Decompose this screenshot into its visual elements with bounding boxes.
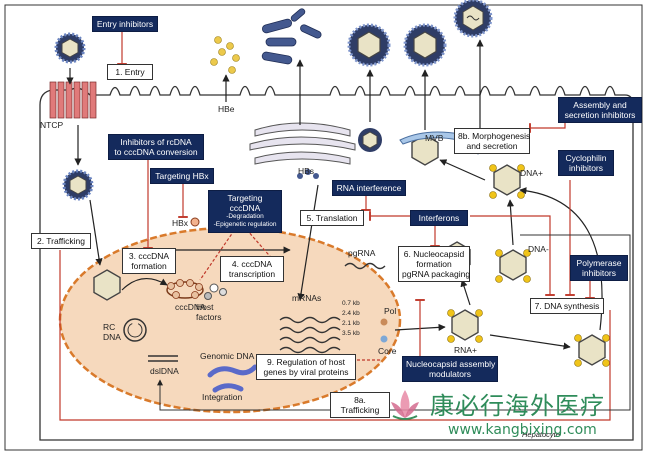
mrnas-label: mRNAs (292, 293, 322, 303)
polymerase-p-markers (447, 164, 610, 367)
hepatocyte-label: Hepatocyte (522, 430, 560, 439)
targeting-cccdna-box: Targeting cccDNA -Degradation -Epigeneti… (208, 190, 282, 233)
lotus-icon (391, 390, 419, 420)
dsldna-label: dslDNA (150, 366, 179, 376)
secreted-capsid-icon (453, 0, 493, 38)
hbx-protein-icon (190, 217, 200, 227)
process-arrows (66, 39, 603, 350)
rna-plus-label: RNA+ (454, 345, 477, 355)
rc-dna-icon (123, 318, 147, 342)
mrna-icon (279, 316, 341, 354)
kb-21-label: 2.1 kb (342, 320, 360, 327)
hbs-particle-icon (297, 169, 319, 179)
dsldna-icon (148, 355, 178, 362)
cyclophilin-inhibitors-box: Cyclophilin inhibitors (558, 150, 614, 176)
step-6-nucleocapsid: 6. Nucleocapsid formation pgRNA packagin… (398, 246, 470, 282)
polymerase-inhibitors-box: Polymerase inhibitors (570, 255, 628, 281)
step-2-trafficking: 2. Trafficking (31, 233, 91, 249)
hbs-label: HBs (298, 166, 315, 176)
step-8a-trafficking: 8a. Trafficking (330, 392, 390, 418)
hbx-label: HBx (172, 218, 189, 228)
step-1-entry: 1. Entry (107, 64, 153, 80)
host-factors-icon (204, 283, 227, 300)
nuclear-pore-virion-icon (93, 269, 121, 301)
dna-plus-label: DNA+ (520, 168, 543, 178)
secreted-virion-icon-2 (403, 23, 447, 67)
targeting-cccdna-title: Targeting cccDNA (227, 193, 263, 213)
hbs-filament-icon (261, 8, 322, 65)
step-5-translation: 5. Translation (300, 210, 364, 226)
figure-border (4, 4, 643, 451)
watermark-chinese-text: 康必行海外医疗 (430, 392, 605, 420)
genomic-dna-icon (207, 364, 258, 393)
rcdna-conversion-inhibitors-box: Inhibitors of rcDNA to cccDNA conversion (108, 134, 204, 160)
pgrna-icon (344, 262, 386, 270)
step-4-cccdna-transcription: 4. cccDNA transcription (220, 256, 284, 282)
interferons-box: Interferons (410, 210, 468, 226)
watermark-logo-icon (387, 386, 423, 422)
kb-24-label: 2.4 kb (342, 310, 360, 317)
genomic-dna-label: Genomic DNA (200, 351, 255, 361)
ntcp-label: NTCP (40, 120, 64, 130)
cccdna-icon (166, 279, 204, 299)
core-label: Core (378, 346, 397, 356)
capsid-dna-plus-icon (493, 164, 521, 196)
dna-minus-label: DNA- (528, 244, 549, 254)
mvb-label: MVB (425, 133, 444, 143)
mvb-icon (358, 128, 483, 155)
entry-virion-icon (54, 32, 86, 64)
kb-07-label: 0.7 kb (342, 300, 360, 307)
step-8b-morphogenesis: 8b. Morphogenesis and secretion (454, 128, 530, 154)
ntcp-receptor (49, 81, 97, 119)
host-factors-label: Host factors (196, 302, 222, 322)
capsid-mature-icon (578, 334, 606, 366)
rc-dna-label: RC DNA (103, 322, 121, 342)
hbe-protein-icon (210, 36, 240, 74)
cccdna-label: cccDNA (175, 302, 206, 312)
assembly-secretion-inhibitors-box: Assembly and secretion inhibitors (558, 97, 642, 123)
kb-35-label: 3.5 kb (342, 330, 360, 337)
targeting-hbx-box: Targeting HBx (150, 168, 214, 184)
step-9-regulation: 9. Regulation of host genes by viral pro… (256, 354, 356, 380)
entry-inhibitors-box: Entry inhibitors (92, 16, 158, 32)
pol-icon (380, 318, 388, 326)
capsid-rna-plus-icon (451, 309, 479, 341)
integration-label: Integration (202, 392, 243, 402)
step-3-cccdna-formation: 3. cccDNA formation (122, 248, 176, 274)
trafficking-virion-icon (62, 169, 94, 201)
capsid-dna-minus-icon (499, 249, 527, 281)
targeting-cccdna-subtitle: -Degradation -Epigenetic regulation (213, 213, 277, 228)
recycling-arrow (157, 234, 631, 411)
nucleocapsid-assembly-modulators-box: Nucleocapsid assembly modulators (402, 356, 498, 382)
secreted-virion-icon-1 (347, 23, 391, 67)
rna-interference-box: RNA interference (332, 180, 406, 196)
pol-label: Pol (384, 306, 397, 316)
golgi-icon (249, 122, 356, 165)
core-icon (380, 335, 388, 343)
pgrna-label: pgRNA (348, 248, 376, 258)
hbe-label: HBe (218, 104, 235, 114)
step-7-dna-synthesis: 7. DNA synthesis (530, 298, 604, 314)
watermark-url: www.kangbixing.com (448, 422, 597, 438)
